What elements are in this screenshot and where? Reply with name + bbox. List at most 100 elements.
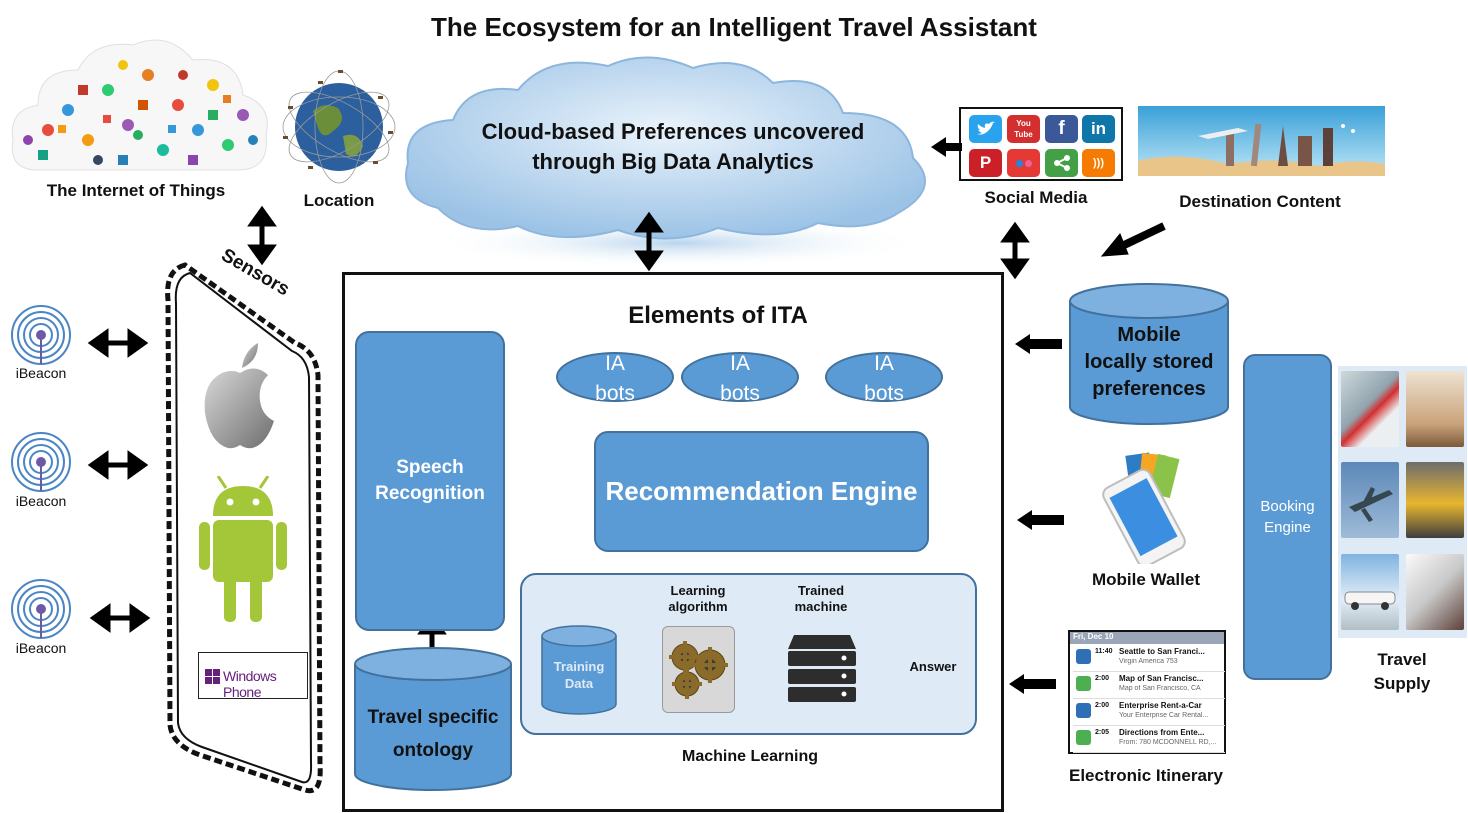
cloud-line1: Cloud-based Preferences uncovered	[481, 119, 865, 144]
bot-line1: IA	[605, 352, 625, 375]
taxi-photo	[1406, 462, 1464, 538]
directions-icon	[1076, 730, 1091, 745]
itinerary-time: 11:40	[1095, 648, 1113, 655]
training-line2: Data	[564, 676, 594, 691]
itinerary-screenshot: Fri, Dec 10 11:40 Seattle to San Franci.…	[1068, 630, 1226, 754]
mobile-line1: Mobile	[1117, 324, 1181, 346]
hotel-bell-photo	[1406, 371, 1464, 447]
server-icon	[788, 635, 856, 702]
ia-bot: IA bots	[556, 352, 674, 405]
iot-cloud-icon	[11, 39, 268, 171]
facebook-icon: f	[1045, 115, 1078, 143]
iot-label: The Internet of Things	[46, 181, 226, 200]
bot-line1: IA	[730, 352, 750, 375]
youtube-icon: You Tube	[1007, 115, 1040, 143]
itinerary-title: Seattle to San Franci...	[1119, 647, 1205, 656]
ita-title: Elements of ITA	[628, 302, 808, 329]
bot-line2: bots	[720, 382, 760, 405]
travel-supply-panel	[1338, 366, 1467, 638]
social-media-panel: You Tube f in P )))	[959, 107, 1123, 181]
speech-line1: Speech	[396, 457, 464, 478]
location-label: Location	[303, 191, 375, 210]
itinerary-sub: Map of San Francisco, CA	[1119, 685, 1201, 692]
supply-line2: Supply	[1373, 674, 1431, 693]
training-line1: Training	[553, 659, 605, 674]
bot-line1: IA	[874, 352, 894, 375]
windows-phone-label: Windows Phone	[223, 668, 277, 700]
map-icon	[1076, 676, 1091, 691]
itinerary-label: Electronic Itinerary	[1068, 766, 1223, 785]
itinerary-title: Map of San Francisc...	[1119, 674, 1204, 683]
mobile-preferences-cylinder	[1069, 283, 1229, 425]
gears-tile	[662, 626, 735, 713]
linkedin-icon: in	[1082, 115, 1115, 143]
itinerary-title: Enterprise Rent-a-Car	[1119, 701, 1202, 710]
flickr-icon	[1007, 149, 1040, 177]
ia-bot: IA bots	[825, 352, 943, 405]
twitter-icon	[969, 115, 1002, 143]
windows-phone-logo: Windows Phone	[198, 652, 308, 700]
windows-icon	[205, 669, 220, 684]
speech-line2: Recognition	[375, 483, 485, 504]
apple-icon	[204, 343, 274, 449]
car-keys-photo	[1406, 554, 1464, 630]
training-data-cylinder	[541, 625, 617, 715]
ibeacon-icon	[11, 579, 71, 639]
algo-line1: Learning	[670, 583, 726, 598]
ia-bot: IA bots	[681, 352, 799, 405]
supply-line1: Travel	[1377, 650, 1427, 669]
recommendation-engine-box: Recommendation Engine	[594, 431, 929, 552]
itinerary-title: Directions from Ente...	[1119, 728, 1205, 737]
gears-icon	[669, 641, 728, 699]
pinterest-icon: P	[969, 149, 1002, 177]
ml-label: Machine Learning	[681, 748, 819, 765]
ontology-line2: ontology	[392, 740, 474, 761]
ontology-line1: Travel specific	[367, 707, 499, 728]
cloud-shape	[405, 56, 928, 268]
itinerary-time: 2:00	[1095, 675, 1110, 682]
booking-engine-box: Booking Engine	[1243, 354, 1332, 680]
itinerary-sub: From: 780 MCDONNELL RD,...	[1119, 739, 1217, 746]
mobile-wallet-icon	[1102, 452, 1186, 564]
android-icon	[199, 476, 287, 622]
itinerary-time: 2:00	[1095, 702, 1110, 709]
social-media-label: Social Media	[984, 188, 1088, 207]
ibeacon-label-1: iBeacon	[15, 365, 67, 381]
speech-recognition-box: Speech Recognition	[355, 331, 505, 631]
wallet-label: Mobile Wallet	[1092, 570, 1200, 589]
destination-label: Destination Content	[1179, 192, 1341, 211]
car-icon	[1076, 703, 1091, 718]
itinerary-sub: Virgin America 753	[1119, 658, 1178, 665]
itinerary-date: Fri, Dec 10	[1070, 632, 1224, 644]
itinerary-time: 2:05	[1095, 729, 1110, 736]
flight-icon	[1076, 649, 1091, 664]
ibeacon-icon	[11, 305, 71, 365]
booking-line1: Booking	[1260, 498, 1315, 515]
share-icon	[1045, 149, 1078, 177]
mobile-line3: preferences	[1092, 378, 1206, 400]
sensors-frame	[165, 262, 323, 794]
itinerary-row[interactable]: 2:05 Directions from Ente... From: 780 M…	[1073, 726, 1225, 753]
itinerary-sub: Your Enterprise Car Rental...	[1119, 712, 1209, 719]
cloud-line2: through Big Data Analytics	[532, 149, 814, 174]
algo-line2: algorithm	[668, 599, 728, 614]
itinerary-row[interactable]: 11:40 Seattle to San Franci... Virgin Am…	[1073, 645, 1225, 672]
bot-line2: bots	[595, 382, 635, 405]
rss-icon: )))	[1082, 149, 1115, 177]
trained-line2: machine	[794, 599, 848, 614]
answer-label: Answer	[909, 659, 957, 674]
bot-line2: bots	[864, 382, 904, 405]
ibeacon-label-3: iBeacon	[15, 640, 67, 656]
ita-frame	[342, 272, 1004, 812]
ibeacon-icon	[11, 432, 71, 492]
limo-photo	[1341, 554, 1399, 630]
destination-image	[1138, 106, 1385, 176]
ibeacon-label-2: iBeacon	[15, 493, 67, 509]
itinerary-row[interactable]: 2:00 Map of San Francisc... Map of San F…	[1073, 672, 1225, 699]
airplane-photo	[1341, 462, 1399, 538]
itinerary-row[interactable]: 2:00 Enterprise Rent-a-Car Your Enterpri…	[1073, 699, 1225, 726]
globe-icon	[282, 70, 396, 184]
trained-line1: Trained	[797, 583, 845, 598]
ontology-cylinder	[354, 647, 512, 791]
recommendation-label: Recommendation Engine	[605, 476, 918, 506]
